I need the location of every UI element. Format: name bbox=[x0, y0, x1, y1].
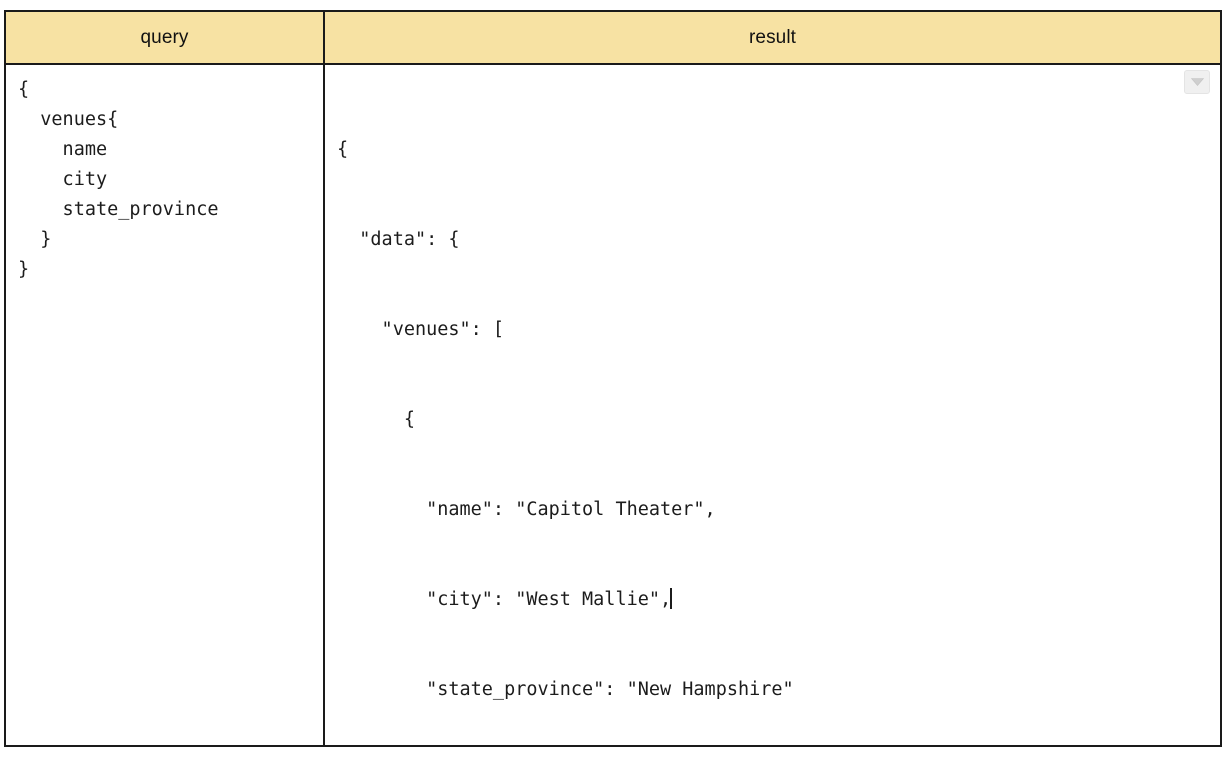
query-code-block[interactable]: { venues{ name city state_province } } bbox=[18, 79, 219, 280]
text-caret bbox=[670, 588, 673, 609]
result-toolbar bbox=[1184, 70, 1210, 94]
chevron-down-icon[interactable] bbox=[1184, 70, 1210, 94]
column-header-result-label: result bbox=[748, 26, 797, 48]
result-code-line: { bbox=[337, 409, 415, 430]
result-code-line: { bbox=[337, 139, 349, 160]
result-cell[interactable]: { "data": { "venues": [ { "name": "Capit… bbox=[325, 65, 1220, 745]
column-header-query: query bbox=[6, 12, 325, 63]
column-header-query-label: query bbox=[140, 26, 189, 48]
result-code-line: "data": { bbox=[337, 229, 460, 250]
query-cell[interactable]: { venues{ name city state_province } } bbox=[6, 65, 325, 745]
result-code-line-text: "city": "West Mallie", bbox=[337, 589, 672, 610]
result-code-line: "venues": [ bbox=[337, 319, 505, 340]
table-header-row: query result bbox=[6, 12, 1220, 65]
result-code-line: "name": "Capitol Theater", bbox=[337, 499, 716, 520]
query-result-table: query result { venues{ name city state_p… bbox=[4, 10, 1222, 747]
result-code-line-with-caret: "city": "West Mallie", bbox=[337, 585, 1220, 615]
result-code-line: "state_province": "New Hampshire" bbox=[337, 679, 794, 700]
table-body-row: { venues{ name city state_province } } {… bbox=[6, 65, 1220, 745]
result-code-block[interactable]: { "data": { "venues": [ { "name": "Capit… bbox=[337, 75, 1220, 745]
column-header-result: result bbox=[325, 12, 1220, 63]
